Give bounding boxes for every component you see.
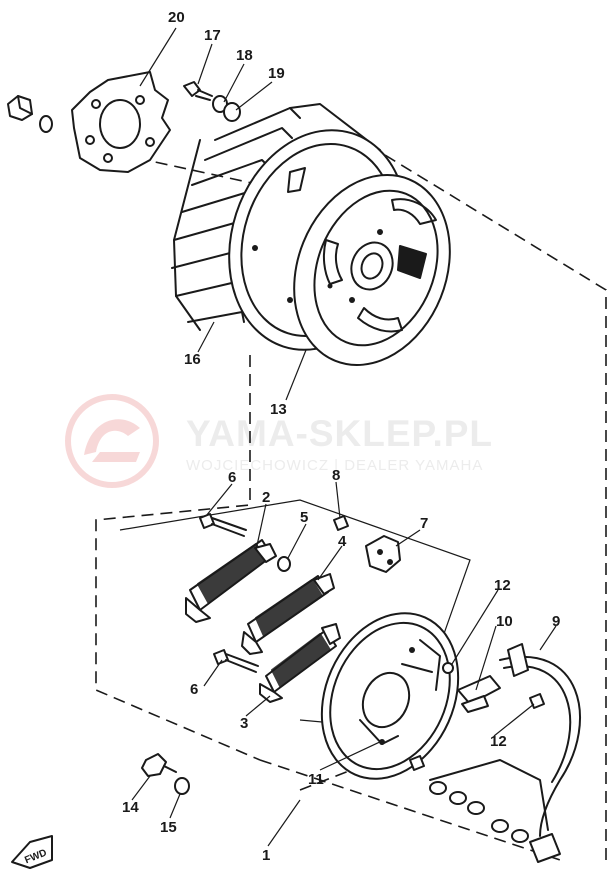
callout-8: 8 <box>332 467 340 484</box>
callout-4: 4 <box>338 533 347 550</box>
callout-9: 9 <box>552 613 560 630</box>
part-1-stator-plate <box>320 612 460 780</box>
callout-1: 1 <box>262 847 270 864</box>
callout-16: 16 <box>184 351 201 368</box>
watermark-title: YAMA-SKLEP.PL <box>186 413 493 454</box>
part-13-rotor <box>293 174 451 366</box>
callout-6-lower: 6 <box>190 681 198 698</box>
leader-lines <box>131 27 557 847</box>
part-15-washer <box>174 777 190 795</box>
part-8-screw <box>333 515 349 531</box>
part-17-bolt <box>183 81 213 101</box>
part-6-screw-lower <box>213 649 259 673</box>
callout-labels: 20 17 18 19 16 13 6 2 5 8 4 7 12 10 9 6 … <box>122 9 560 864</box>
part-7-breaker <box>365 535 401 573</box>
callout-10: 10 <box>496 613 513 630</box>
callout-17: 17 <box>204 27 221 44</box>
watermark-subtitle: WOJCIECHOWICZ | DEALER YAMAHA <box>186 457 483 474</box>
watermark-logo <box>65 394 159 488</box>
callout-12-lower: 12 <box>490 733 507 750</box>
part-14-bolt <box>141 753 177 777</box>
nut-top-left <box>7 95 53 133</box>
part-20-plate <box>71 71 171 173</box>
callout-18: 18 <box>236 47 253 64</box>
callout-5: 5 <box>300 509 308 526</box>
callout-13: 13 <box>270 401 287 418</box>
callout-7: 7 <box>420 515 428 532</box>
callout-2: 2 <box>262 489 270 506</box>
part-2-coil <box>185 539 277 623</box>
callout-15: 15 <box>160 819 177 836</box>
callout-6-upper: 6 <box>228 469 236 486</box>
part-5-spacer <box>277 556 291 572</box>
callout-12-upper: 12 <box>494 577 511 594</box>
fwd-arrow-icon: FWD <box>11 835 53 869</box>
part-6-screw-upper <box>199 513 247 537</box>
stator-screw <box>409 755 425 771</box>
watermark: YAMA-SKLEP.PL WOJCIECHOWICZ | DEALER YAM… <box>65 394 493 488</box>
part-4-coil <box>241 573 335 655</box>
callout-3: 3 <box>240 715 248 732</box>
callout-20: 20 <box>168 9 185 26</box>
callout-11: 11 <box>308 771 324 788</box>
part-12-screw-upper <box>442 662 454 674</box>
callout-14: 14 <box>122 799 139 816</box>
part-3-coil <box>259 623 341 703</box>
part-9-wire-harness <box>429 643 581 863</box>
part-19-washer <box>223 102 241 122</box>
callout-19: 19 <box>268 65 285 82</box>
